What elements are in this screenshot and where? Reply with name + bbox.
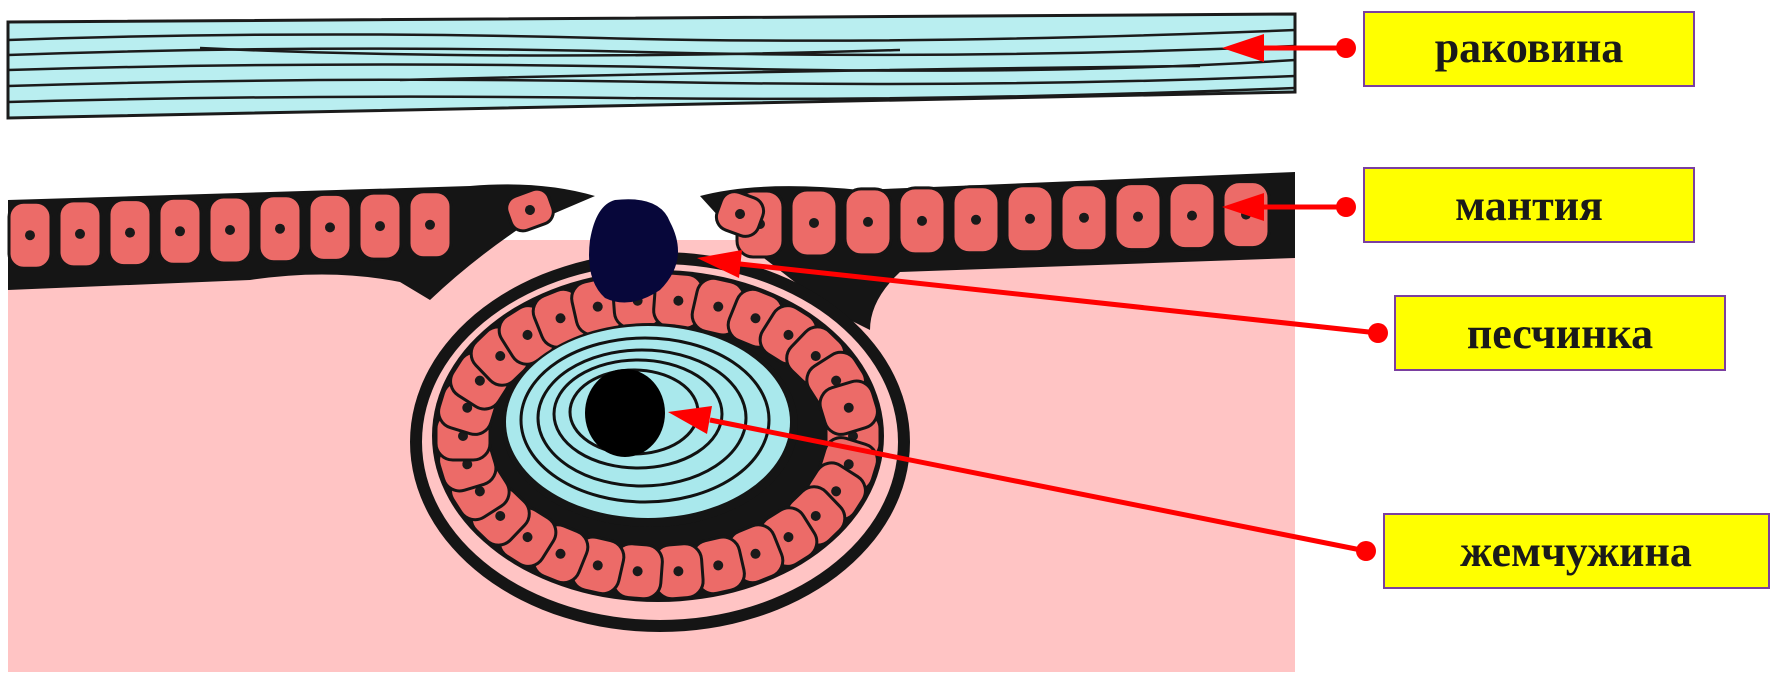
- epithelial-cell: [1115, 184, 1161, 250]
- pearl-core: [585, 369, 665, 457]
- shell-layer: [8, 14, 1295, 118]
- epithelial-cell: [159, 198, 201, 264]
- label-shell-text: раковина: [1435, 23, 1624, 72]
- label-shell: раковина: [1364, 12, 1694, 86]
- pearl-layers: [506, 326, 790, 518]
- epithelial-cell: [845, 189, 891, 255]
- epithelial-cell: [953, 187, 999, 253]
- epithelial-cell: [1169, 183, 1215, 249]
- epithelial-cell: [59, 201, 101, 267]
- epithelial-cell: [1061, 185, 1107, 251]
- label-mantle: мантия: [1364, 168, 1694, 242]
- epithelial-cell: [309, 194, 351, 260]
- epithelial-cell: [791, 190, 837, 256]
- epithelial-cell: [1007, 186, 1053, 252]
- label-pearl: жемчужина: [1384, 514, 1769, 588]
- label-sand-grain-text: песчинка: [1467, 309, 1653, 358]
- epithelial-cell: [409, 192, 451, 258]
- label-pearl-text: жемчужина: [1460, 527, 1692, 576]
- epithelial-cell: [259, 196, 301, 262]
- epithelial-cell: [109, 200, 151, 266]
- label-mantle-text: мантия: [1455, 181, 1603, 230]
- epithelial-cell: [359, 193, 401, 259]
- label-sand-grain: песчинка: [1395, 296, 1725, 370]
- epithelial-cell: [9, 202, 51, 268]
- epithelial-cell: [899, 188, 945, 254]
- epithelial-cell: [209, 197, 251, 263]
